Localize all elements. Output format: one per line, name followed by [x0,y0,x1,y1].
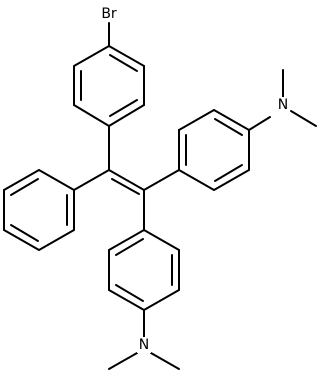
bond [143,169,180,191]
bond [178,169,215,191]
bond [150,352,180,370]
bond [214,118,243,136]
bond [108,352,138,370]
bond [10,178,39,196]
bromophenyl-ring [73,22,145,127]
bond [108,229,145,251]
bond [115,238,144,256]
bond [111,178,140,195]
bond [115,284,144,302]
bond [73,45,110,67]
central-alkene [73,125,180,231]
bond [214,164,243,182]
bond [290,110,317,127]
bond [38,229,75,251]
bond [73,104,110,127]
bond [3,169,40,191]
bond [143,289,180,311]
nitrogen-label-right: N [278,97,288,113]
bonds [3,22,317,370]
atom-labels: Br N N [98,6,290,353]
bond [178,109,215,131]
bond [248,116,271,131]
bond [213,109,250,131]
bromine-label: Br [101,6,117,22]
bond [108,289,145,311]
nitrogen-label-bottom: N [139,337,149,353]
bond [109,99,138,117]
phenyl-ring [3,169,75,251]
bond [73,169,110,191]
bond [213,169,250,191]
bond [143,229,180,251]
dimethylaminophenyl-ring-right [178,69,317,191]
bond [3,229,40,251]
bond [108,45,145,67]
dimethylaminophenyl-ring-bottom [108,229,180,370]
bond [10,224,39,242]
bond [109,54,138,72]
bond [108,104,145,127]
bond [38,169,75,191]
bond [108,169,145,191]
